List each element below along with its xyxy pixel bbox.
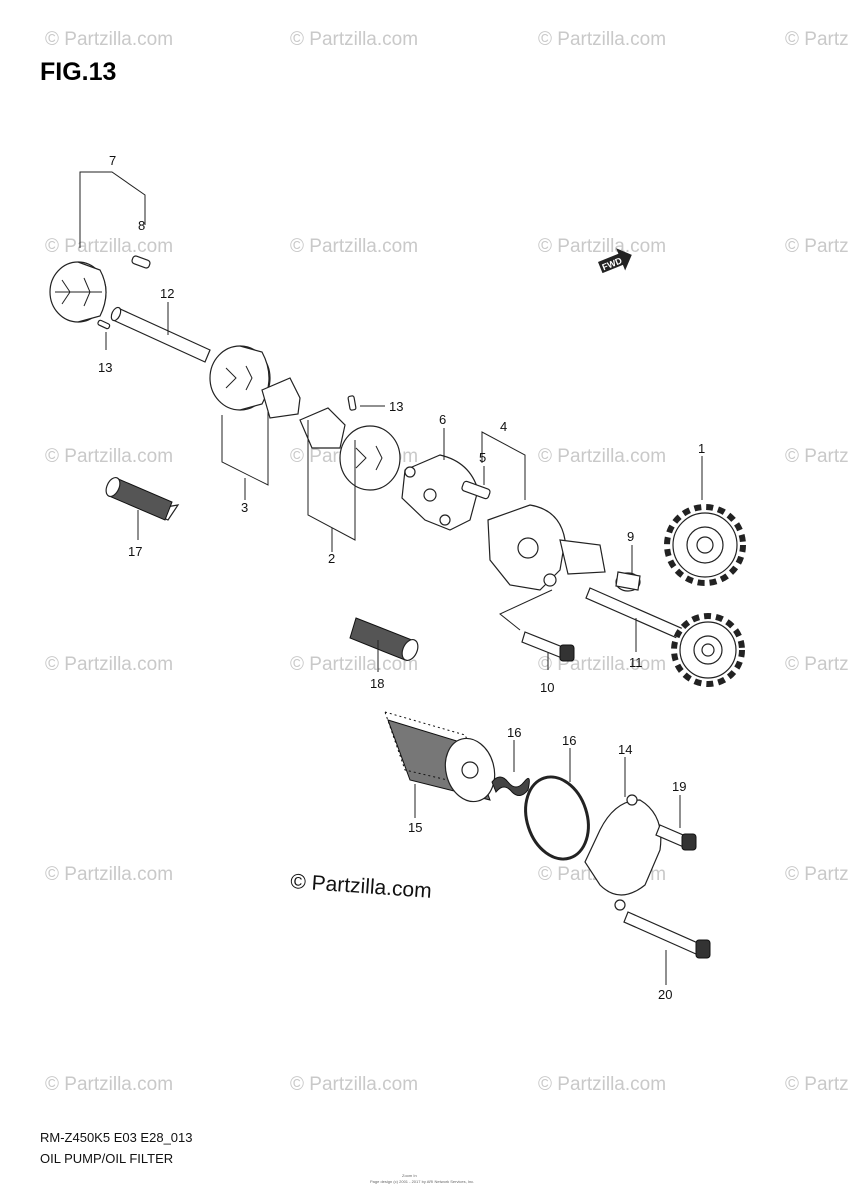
part-1-gear: [664, 504, 746, 586]
callout-3: 3: [241, 500, 248, 515]
part-16-strainer-a: [105, 476, 180, 521]
watermark: © Partzilla.com: [785, 29, 848, 50]
part-13-pin: [97, 319, 111, 330]
part-17-o-ring: [524, 775, 590, 861]
copyright-mark: © Partzilla.com: [290, 870, 433, 903]
watermark: © Partzilla.com: [538, 446, 666, 467]
callout-8: 8: [138, 218, 145, 233]
watermark: © Partzilla.com: [538, 1074, 666, 1095]
callout-2: 2: [328, 551, 335, 566]
watermark: © Partzilla.com: [290, 236, 418, 257]
callout-15: 15: [408, 820, 422, 835]
part-16-strainer-b: [349, 617, 419, 661]
watermark: © Partzilla.com: [785, 236, 848, 257]
callout-16-b: 18: [370, 676, 384, 691]
fwd-label: FWD: [601, 255, 624, 272]
part-3-rotor-set: [209, 345, 301, 419]
callout-13-b: 13: [389, 399, 403, 414]
watermark: © Partzilla.com: [45, 236, 173, 257]
callout-6: 6: [439, 412, 446, 427]
page-footer-tiny: Zoom In: [402, 1173, 417, 1178]
part-5-pin: [461, 480, 491, 500]
callout-20: 20: [658, 987, 672, 1002]
part-10-bolt: [521, 631, 575, 662]
callout-18: 16: [507, 725, 521, 740]
leader-lines: [79, 171, 703, 985]
part-9-collar: [615, 571, 641, 592]
part-19-bolt: [655, 824, 697, 851]
callout-1: 1: [698, 441, 705, 456]
watermark: © Partzilla.com: [538, 654, 666, 675]
part-15-oil-filter: [384, 711, 496, 803]
callout-11: 11: [629, 655, 643, 670]
watermark: © Partzilla.com: [45, 864, 173, 885]
callout-16-a: 17: [128, 544, 142, 559]
part-14-filter-cap: [584, 794, 662, 911]
watermark-grid: © Partzilla.com © Partzilla.com © Partzi…: [45, 29, 848, 1095]
watermark: © Partzilla.com: [290, 29, 418, 50]
watermark: © Partzilla.com: [785, 1074, 848, 1095]
watermark: © Partzilla.com: [785, 864, 848, 885]
watermark: © Partzilla.com: [45, 29, 173, 50]
callout-19: 19: [672, 779, 686, 794]
section-title: OIL PUMP/OIL FILTER: [40, 1151, 173, 1166]
watermark: © Partzilla.com: [538, 29, 666, 50]
part-7-outer-rotor: [49, 261, 107, 323]
part-20-long-bolt: [623, 911, 711, 959]
callout-17: 16: [562, 733, 576, 748]
part-11-gear: [671, 613, 745, 687]
watermark: © Partzilla.com: [45, 654, 173, 675]
watermark: © Partzilla.com: [45, 1074, 173, 1095]
watermark: © Partzilla.com: [538, 236, 666, 257]
callout-4: 4: [500, 419, 507, 434]
figure-title: FIG.13: [40, 58, 116, 86]
part-11-shaft: [585, 587, 691, 643]
callout-14: 14: [618, 742, 632, 757]
callout-9: 9: [627, 529, 634, 544]
part-8-pin: [131, 255, 151, 269]
callout-13-a: 13: [98, 360, 112, 375]
callout-7: 7: [109, 153, 116, 168]
part-6-pump-cover: [401, 454, 479, 531]
part-12-shaft: [110, 306, 211, 363]
watermark: © Partzilla.com: [785, 654, 848, 675]
part-4-pump-body: [487, 504, 606, 591]
watermark: © Partzilla.com: [45, 446, 173, 467]
page-footer-small: Page design (c) 2001 - 2017 by ARI Netwo…: [370, 1179, 474, 1184]
watermark: © Partzilla.com: [785, 446, 848, 467]
part-13-pin-b: [347, 395, 357, 411]
watermark: © Partzilla.com: [290, 654, 418, 675]
callout-labels: 7 8 12 13 13 3 2 6 4 5 1 9 10 11 17 18 1…: [98, 153, 705, 1002]
callout-5: 5: [479, 450, 486, 465]
model-code: RM-Z450K5 E03 E28_013: [40, 1130, 192, 1145]
watermark: © Partzilla.com: [290, 1074, 418, 1095]
callout-10: 10: [540, 680, 554, 695]
callout-12: 12: [160, 286, 174, 301]
part-18-spring: [491, 776, 530, 796]
